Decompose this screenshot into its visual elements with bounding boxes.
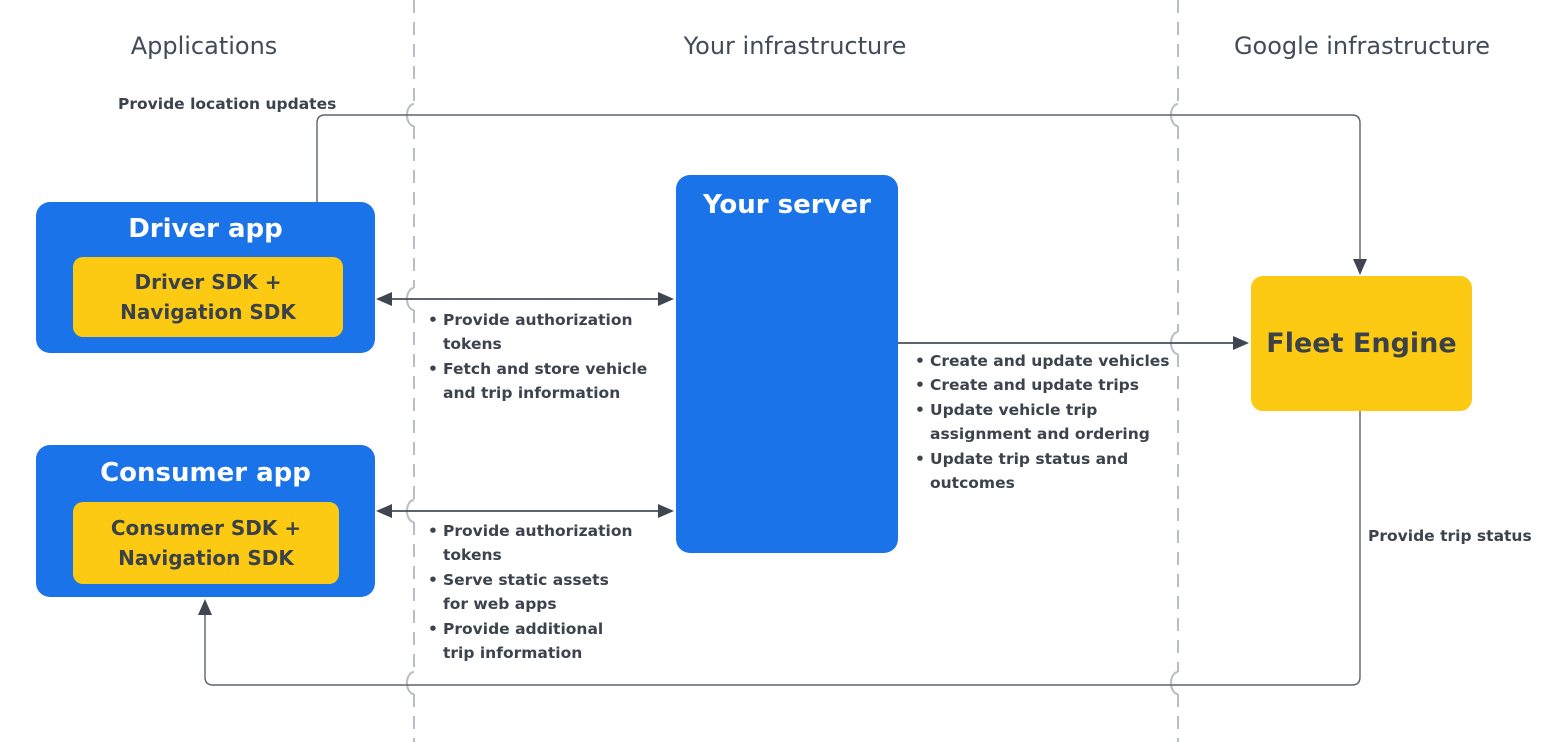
node-consumer-sdk: Consumer SDK + Navigation SDK [73, 502, 339, 584]
arrowhead-into-consumer-app [376, 504, 392, 518]
list-item: Provide authorization tokens [428, 308, 647, 357]
column-header-google-infrastructure: Google infrastructure [1233, 32, 1491, 60]
arrowhead-into-fleet-engine-left [1233, 336, 1249, 350]
column-header-applications: Applications [130, 32, 278, 60]
node-driver-app: Driver app Driver SDK + Navigation SDK [36, 202, 375, 353]
driver-server-notes: Provide authorization tokens Fetch and s… [428, 308, 647, 406]
list-item: Update trip status and outcomes [915, 447, 1170, 496]
edge-fleet-engine-to-consumer [204, 411, 1361, 686]
divider-hop-arcs-left [406, 103, 415, 695]
consumer-app-title: Consumer app [100, 458, 311, 488]
arrowhead-into-fleet-engine-top [1353, 259, 1367, 275]
arrowhead-into-server-lower [658, 504, 674, 518]
list-item: Update vehicle trip assignment and order… [915, 398, 1170, 447]
consumer-server-notes: Provide authorization tokens Serve stati… [428, 519, 633, 665]
label-provide-trip-status: Provide trip status [1368, 527, 1532, 545]
your-server-title: Your server [702, 190, 872, 220]
arrowhead-into-server-upper [658, 292, 674, 306]
arrowhead-into-driver-app [376, 292, 392, 306]
divider-hop-arcs-right [1170, 103, 1179, 695]
node-driver-sdk: Driver SDK + Navigation SDK [73, 257, 343, 337]
list-item: Provide additional trip information [428, 617, 633, 666]
column-header-your-infrastructure: Your infrastructure [683, 32, 907, 60]
list-item: Serve static assets for web apps [428, 568, 633, 617]
server-fleet-notes: Create and update vehicles Create and up… [915, 349, 1170, 495]
arrowhead-into-consumer-bottom [198, 599, 212, 615]
label-provide-location-updates: Provide location updates [118, 95, 337, 113]
edge-driver-to-fleet-engine [316, 114, 1361, 259]
node-fleet-engine: Fleet Engine [1251, 276, 1472, 411]
node-your-server: Your server [676, 175, 898, 553]
driver-app-title: Driver app [128, 214, 283, 244]
list-item: Create and update vehicles [915, 349, 1170, 374]
list-item: Create and update trips [915, 373, 1170, 398]
list-item: Provide authorization tokens [428, 519, 633, 568]
node-consumer-app: Consumer app Consumer SDK + Navigation S… [36, 445, 375, 597]
list-item: Fetch and store vehicle and trip informa… [428, 357, 647, 406]
